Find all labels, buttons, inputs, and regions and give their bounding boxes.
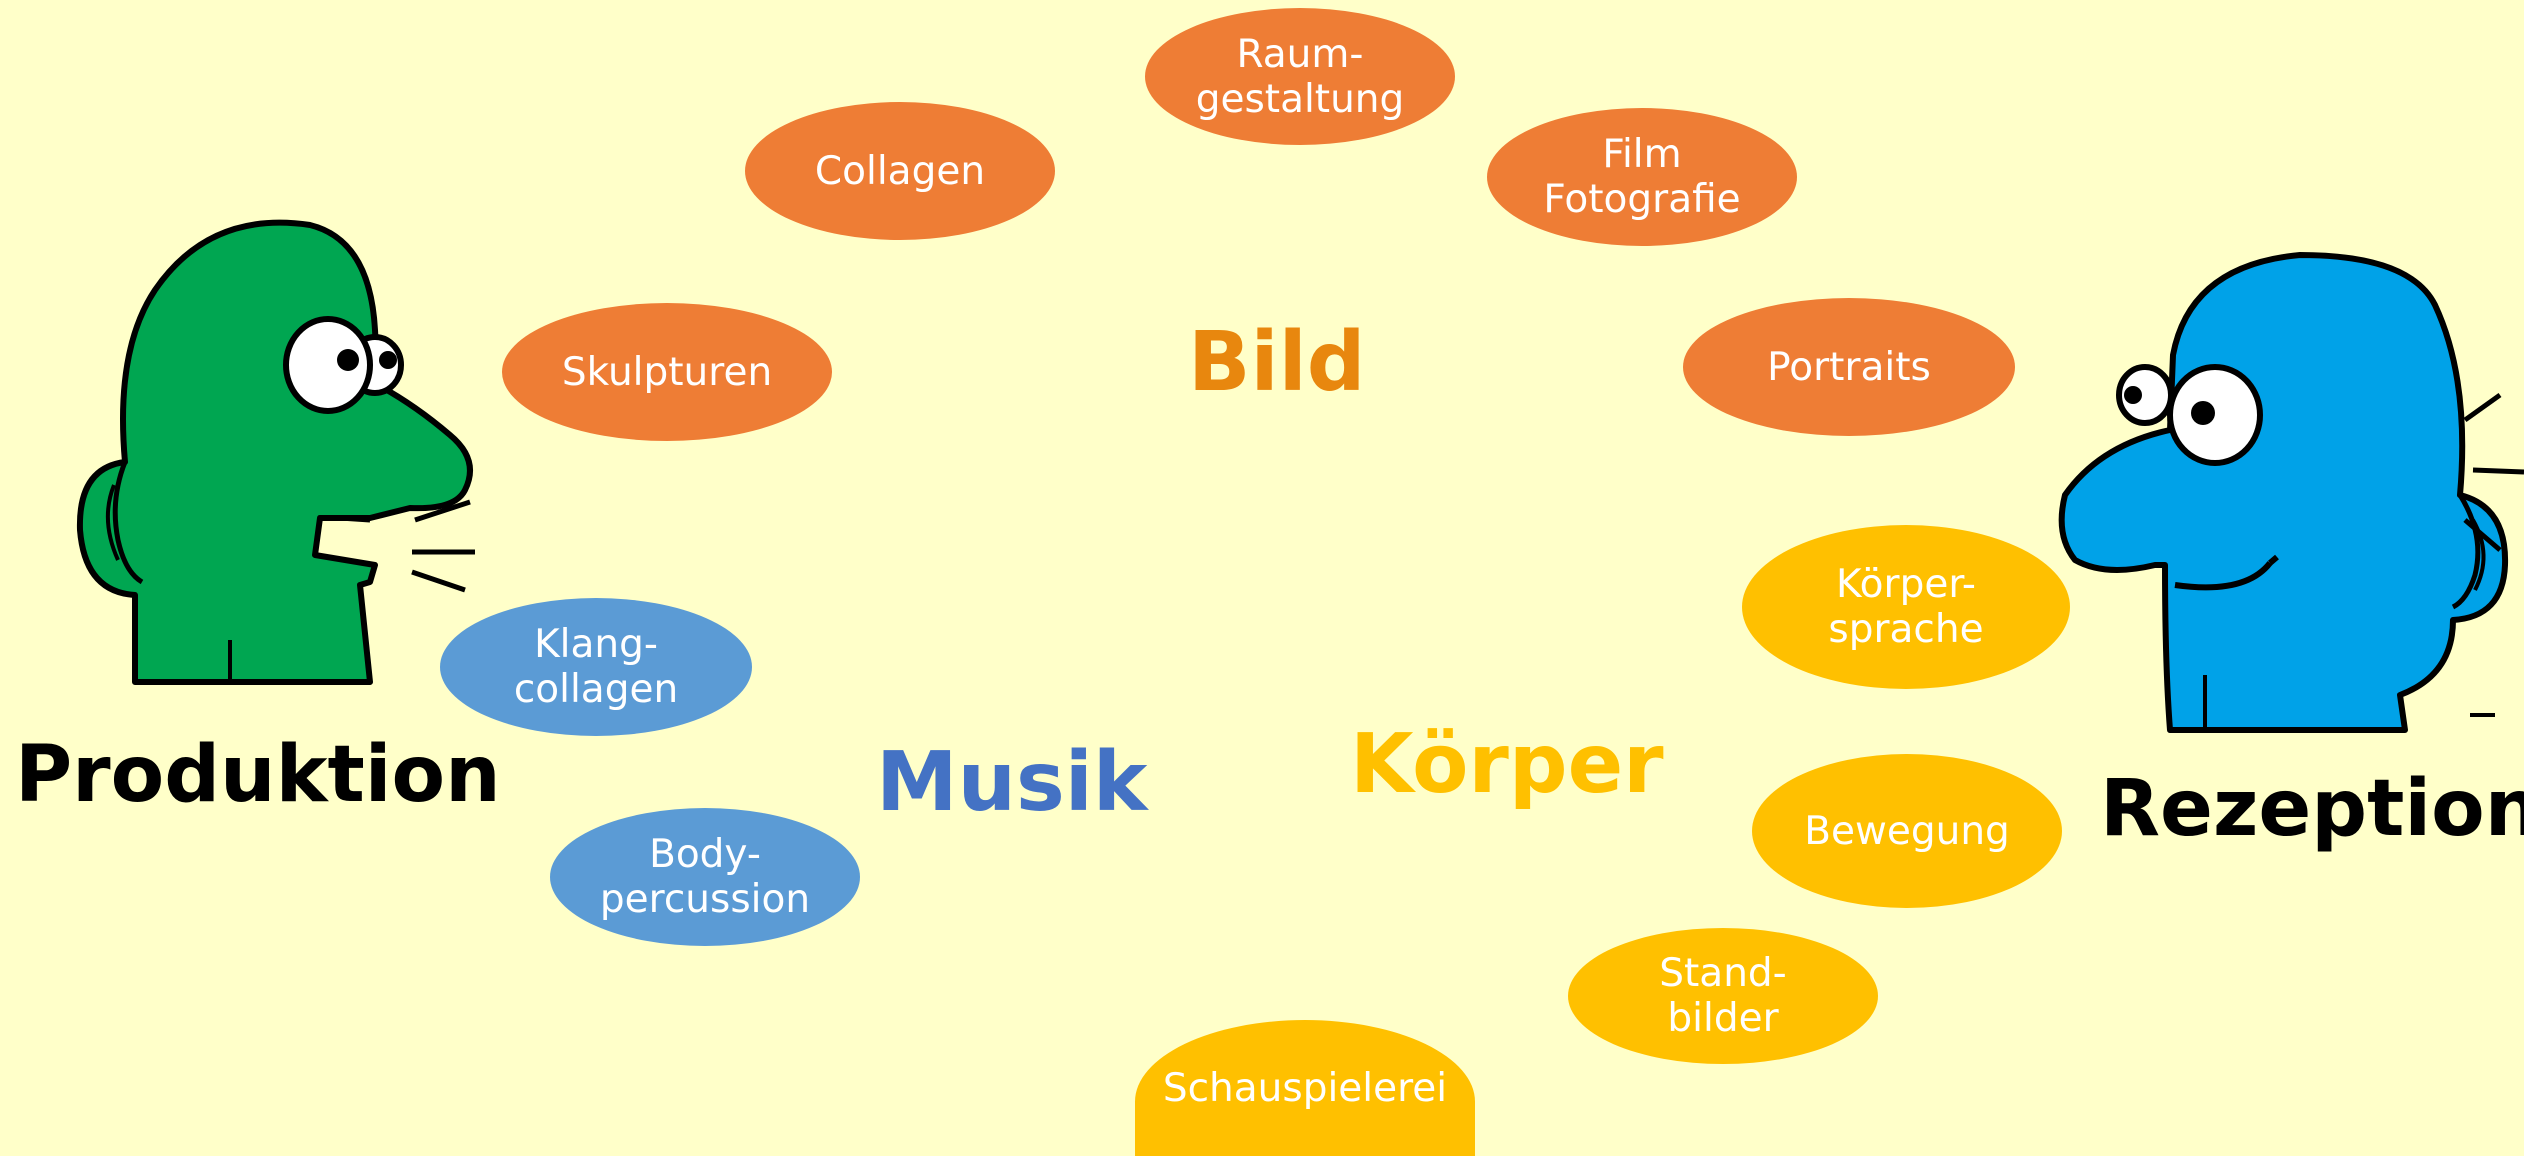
speaking-head-icon bbox=[70, 200, 490, 690]
bubble-collagen: Collagen bbox=[745, 102, 1055, 240]
bubble-portraits: Portraits bbox=[1683, 298, 2015, 436]
bubble-klangcollagen: Klang- collagen bbox=[440, 598, 752, 736]
listening-head-icon bbox=[2055, 245, 2524, 735]
bubble-bodypercussion: Body- percussion bbox=[550, 808, 860, 946]
bubble-film-fotografie: Film Fotografie bbox=[1487, 108, 1797, 246]
reception-label: Rezeption bbox=[2100, 764, 2524, 854]
bubble-schauspielerei: Schauspielerei bbox=[1135, 1020, 1475, 1156]
category-musik: Musik bbox=[876, 735, 1148, 830]
bubble-standbilder: Stand- bilder bbox=[1568, 928, 1878, 1064]
bubble-koerpersprache: Körper- sprache bbox=[1742, 525, 2070, 689]
bubble-bewegung: Bewegung bbox=[1752, 754, 2062, 908]
production-label: Produktion bbox=[15, 730, 501, 820]
category-bild: Bild bbox=[1188, 315, 1366, 410]
category-korper: Körper bbox=[1350, 717, 1664, 812]
sound-lines-icon bbox=[2463, 392, 2524, 552]
bubble-raumgestaltung: Raum- gestaltung bbox=[1145, 8, 1455, 145]
bubble-skulpturen: Skulpturen bbox=[502, 303, 832, 441]
